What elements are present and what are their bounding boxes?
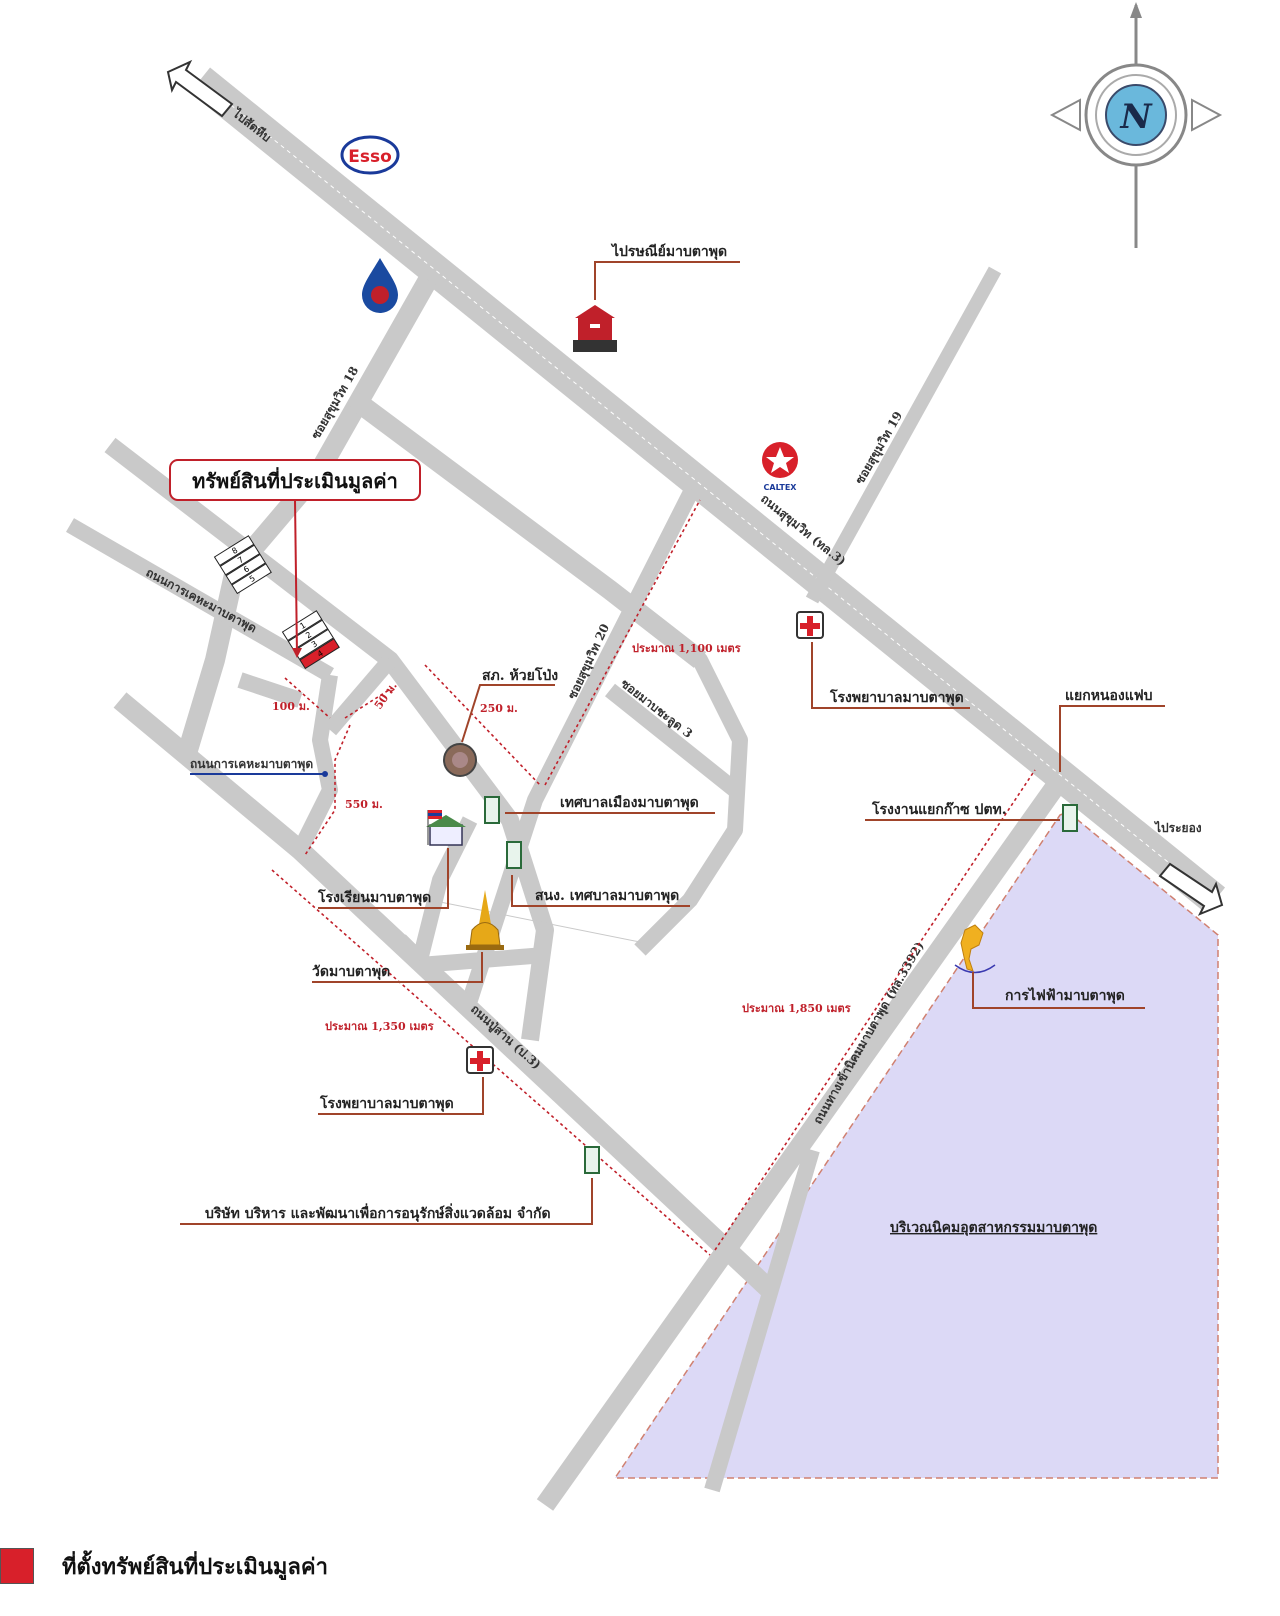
legend: ที่ตั้งทรัพย์สินที่ประเมินมูลค่า xyxy=(0,1548,328,1584)
distance-1350m: ประมาณ 1,350 เมตร xyxy=(325,1020,434,1033)
distance-lines xyxy=(271,499,1036,1256)
svg-text:N: N xyxy=(1119,97,1153,137)
label-police: สภ. ห้วยโป่ง xyxy=(482,666,558,684)
distance-1100m: ประมาณ 1,100 เมตร xyxy=(632,642,741,655)
distance-100m: 100 ม. xyxy=(272,700,310,713)
svg-text:2: 2 xyxy=(304,630,313,640)
industrial-estate-area xyxy=(613,811,1219,1479)
ptt-logo-icon xyxy=(362,258,398,313)
school-icon xyxy=(426,810,466,846)
label-junction: แยกหนองแฟบ xyxy=(1065,688,1153,704)
property-callout-label: ทรัพย์สินที่ประเมินมูลค่า xyxy=(192,466,398,495)
label-company: บริษัท บริหาร และพัฒนาเพื่อการอนุรักษ์สิ… xyxy=(205,1203,551,1222)
svg-text:5: 5 xyxy=(248,574,257,584)
svg-text:3: 3 xyxy=(310,639,319,649)
distance-550m: 550 ม. xyxy=(345,798,383,811)
property-units: 5 6 7 8 4 3 2 1 xyxy=(213,535,340,670)
label-electricity: การไฟฟ้ามาบตาพุด xyxy=(1005,986,1125,1004)
hospital-icon xyxy=(466,1046,494,1074)
label-hospital-1: โรงพยาบาลมาบตาพุด xyxy=(829,688,964,706)
compass-rose-icon: N xyxy=(1049,2,1223,248)
svg-text:CALTEX: CALTEX xyxy=(764,483,798,492)
temple-icon xyxy=(466,890,504,950)
svg-text:4: 4 xyxy=(316,649,325,659)
road-label-to-rayong: ไประยอง xyxy=(1153,820,1202,835)
road-label-kheha-2: ถนนการเคหะมาบตาพุด xyxy=(190,757,313,772)
label-hospital-2: โรงพยาบาลมาบตาพุด xyxy=(319,1094,454,1112)
distance-1850m: ประมาณ 1,850 เมตร xyxy=(742,1002,851,1015)
post-office-icon xyxy=(573,305,617,352)
svg-text:Esso: Esso xyxy=(348,147,392,167)
label-school: โรงเรียนมาบตาพุด xyxy=(317,888,431,906)
svg-text:7: 7 xyxy=(236,555,245,565)
label-post-office: ไปรษณีย์มาบตาพุด xyxy=(610,242,727,260)
svg-text:1: 1 xyxy=(298,621,307,631)
svg-text:8: 8 xyxy=(230,546,239,556)
label-gas-plant: โรงงานแยกก๊าซ ปตท. xyxy=(871,800,1007,818)
arrow-to-rayong-icon xyxy=(1158,862,1224,916)
electricity-authority-icon xyxy=(954,924,996,974)
label-industrial-estate: บริเวณนิคมอุตสาหกรรมมาบตาพุด xyxy=(890,1220,1097,1236)
hospital-icon xyxy=(796,611,824,639)
legend-swatch-property xyxy=(0,1548,34,1584)
label-municipality: เทศบาลเมืองมาบตาพุด xyxy=(560,795,699,811)
label-temple: วัดมาบตาพุด xyxy=(312,964,390,980)
building-icon xyxy=(484,796,1078,1174)
legend-label: ที่ตั้งทรัพย์สินที่ประเมินมูลค่า xyxy=(62,1553,328,1580)
appraised-unit xyxy=(299,638,340,670)
leader-lines xyxy=(180,261,1165,1225)
label-municipal-office: สนง. เทศบาลมาบตาพุด xyxy=(535,888,679,904)
svg-text:6: 6 xyxy=(242,564,251,574)
caltex-logo-icon: CALTEX xyxy=(762,442,798,492)
police-station-icon xyxy=(443,743,477,777)
arrow-to-sattahip-icon xyxy=(166,59,234,118)
distance-250m: 250 ม. xyxy=(480,702,518,715)
esso-logo-icon: Esso xyxy=(340,135,400,175)
